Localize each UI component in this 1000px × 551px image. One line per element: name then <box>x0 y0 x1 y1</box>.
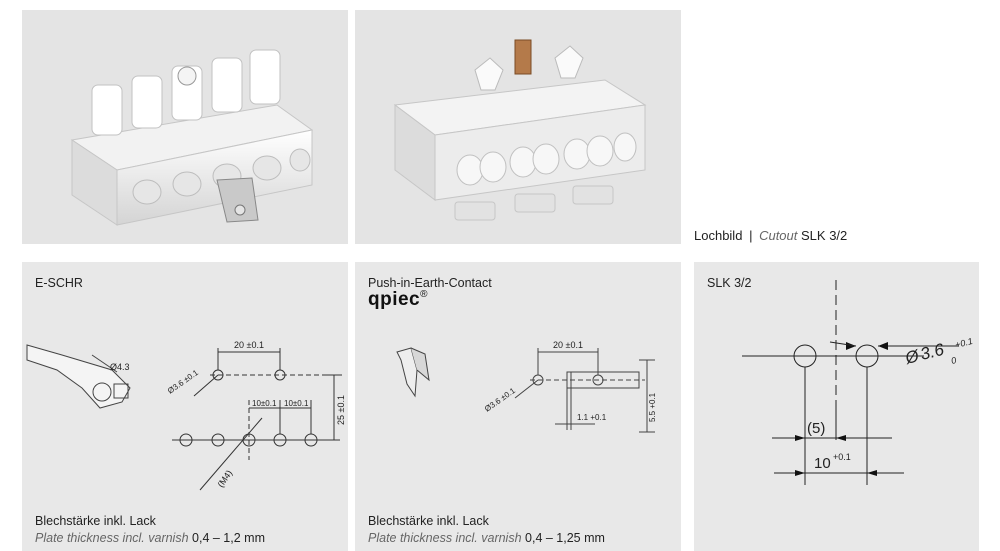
brand-wordmark: qpiec <box>368 289 421 310</box>
dim-w20-push: 20 ±0.1 <box>553 340 583 350</box>
note-value-push-in: 0,4 – 1,25 mm <box>525 531 605 545</box>
panel-title-e-schr: E-SCHR <box>35 276 83 290</box>
panel-title-slk: SLK 3/2 <box>707 276 752 290</box>
dim-h55: 5.5 +0.1 <box>648 392 657 422</box>
caption-italic: Cutout <box>759 228 798 243</box>
terminal-block-illustration <box>70 49 314 226</box>
note-line2-e-schr: Plate thickness incl. varnish 0,4 – 1,2 … <box>35 531 265 545</box>
caption-prefix: Lochbild <box>694 228 743 243</box>
cutout-caption: Lochbild | Cutout SLK 3/2 <box>694 228 847 243</box>
note-value-e-schr: 0,4 – 1,2 mm <box>192 531 265 545</box>
dim-d36-push: Ø3.6 ±0.1 <box>483 386 517 414</box>
dim-diameter-tol-zero: 0 <box>950 355 957 366</box>
dim-w20: 20 ±0.1 <box>234 340 264 350</box>
note-italic-e-schr: Plate thickness incl. varnish <box>35 531 189 545</box>
photo-terminal-block-screw <box>22 10 348 244</box>
brand-registered: ® <box>420 289 428 300</box>
caption-divider: | <box>749 228 753 243</box>
dim-w10b: 10±0.1 <box>284 399 309 408</box>
note-line2-push-in: Plate thickness incl. varnish 0,4 – 1,25… <box>368 531 605 545</box>
dim-diameter-value: 3.6 <box>918 340 946 364</box>
note-line1-e-schr: Blechstärke inkl. Lack <box>35 514 156 528</box>
brand-logo: qpiec® <box>368 289 428 311</box>
dim-full: 10 <box>814 455 831 472</box>
caption-model: SLK 3/2 <box>801 228 848 243</box>
photo-terminal-block-push-in <box>355 10 681 244</box>
dim-m4: (M4) <box>215 468 234 489</box>
drawing-e-schr: Ø4.3 20 ±0.1 10±0.1 10±0.1 Ø3.6 ±0.1 25 … <box>26 340 346 491</box>
dim-w11: 1.1 +0.1 <box>577 413 607 422</box>
note-italic-push-in: Plate thickness incl. varnish <box>368 531 522 545</box>
panel-title-push-in: Push-in-Earth-Contact <box>368 276 492 290</box>
dim-half: (5) <box>807 420 825 437</box>
dim-diameter-symbol: Ø <box>902 346 922 368</box>
panel-push-in <box>355 262 681 551</box>
dim-h25: 25 ±0.1 <box>336 395 346 425</box>
note-line1-push-in: Blechstärke inkl. Lack <box>368 514 489 528</box>
dim-full-tol: +0.1 <box>833 452 851 462</box>
dim-d36: Ø3.6 ±0.1 <box>166 368 200 396</box>
drawing-slk: Ø 3.6 +0.1 0 (5) 10 +0.1 <box>742 280 974 485</box>
dim-diameter-tol-plus: +0.1 <box>954 336 974 350</box>
dim-d43: Ø4.3 <box>110 362 130 372</box>
drawing-push-in: 20 ±0.1 1.1 +0.1 Ø3.6 ±0.1 5.5 +0.1 <box>396 340 657 433</box>
panel-e-schr <box>22 262 348 551</box>
push-in-terminal-illustration <box>393 39 647 221</box>
dim-w10a: 10±0.1 <box>252 399 277 408</box>
